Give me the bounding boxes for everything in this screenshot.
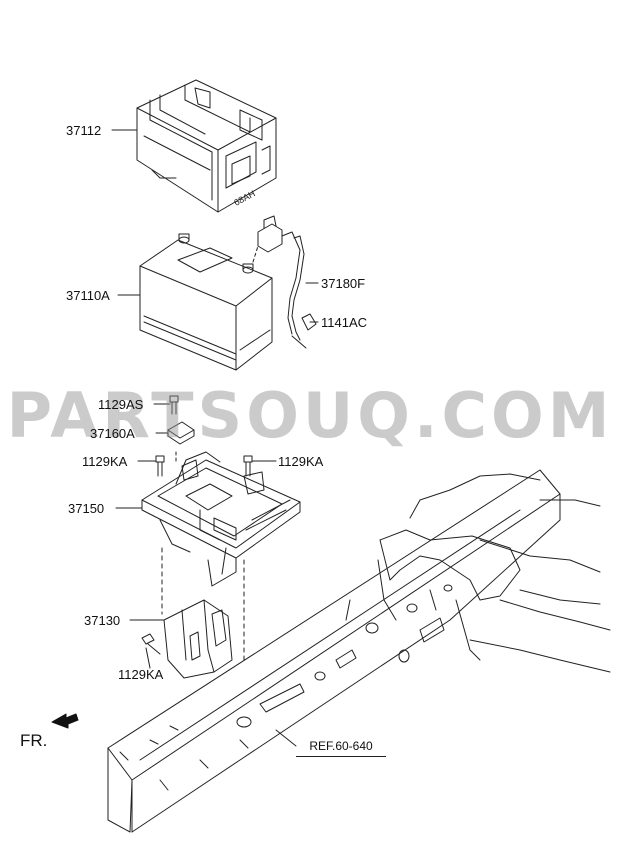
part-label-37150[interactable]: 37150 xyxy=(68,501,105,516)
part-label-1129as[interactable]: 1129AS xyxy=(98,397,144,412)
front-direction-label: FR. xyxy=(20,731,48,750)
front-side-member-drawing xyxy=(107,469,611,833)
part-label-37160a[interactable]: 37160A xyxy=(90,426,135,441)
part-label-37112[interactable]: 37112 xyxy=(66,123,102,138)
battery-drawing xyxy=(139,233,273,371)
tray-bracket-37150-drawing xyxy=(141,451,301,587)
bolt-1129as-drawing xyxy=(169,395,179,415)
bolt-1129ka-bottom-drawing xyxy=(141,633,161,655)
part-label-1129ka-right[interactable]: 1129KA xyxy=(278,454,324,469)
part-label-37110a[interactable]: 37110A xyxy=(66,288,110,303)
bolt-1129ka-right-drawing xyxy=(243,455,253,477)
bolt-1129ka-left-drawing xyxy=(155,455,165,477)
part-label-1129ka-left[interactable]: 1129KA xyxy=(82,454,128,469)
part-label-1141ac[interactable]: 1141AC xyxy=(321,315,368,330)
battery-cable-drawing xyxy=(252,215,317,349)
front-direction-arrow-icon xyxy=(51,713,79,729)
part-label-1129ka-bottom[interactable]: 1129KA xyxy=(118,667,164,682)
bracket-37160a-drawing xyxy=(167,421,195,465)
label-leader-lines xyxy=(111,129,319,747)
battery-insulator-drawing xyxy=(136,79,277,213)
reference-label[interactable]: REF.60-640 xyxy=(296,736,386,757)
part-label-37130[interactable]: 37130 xyxy=(84,613,121,628)
bracket-37130-drawing xyxy=(163,599,233,679)
watermark-text: PARTSOUQ.COM xyxy=(6,379,614,452)
part-label-37180f[interactable]: 37180F xyxy=(321,276,366,291)
